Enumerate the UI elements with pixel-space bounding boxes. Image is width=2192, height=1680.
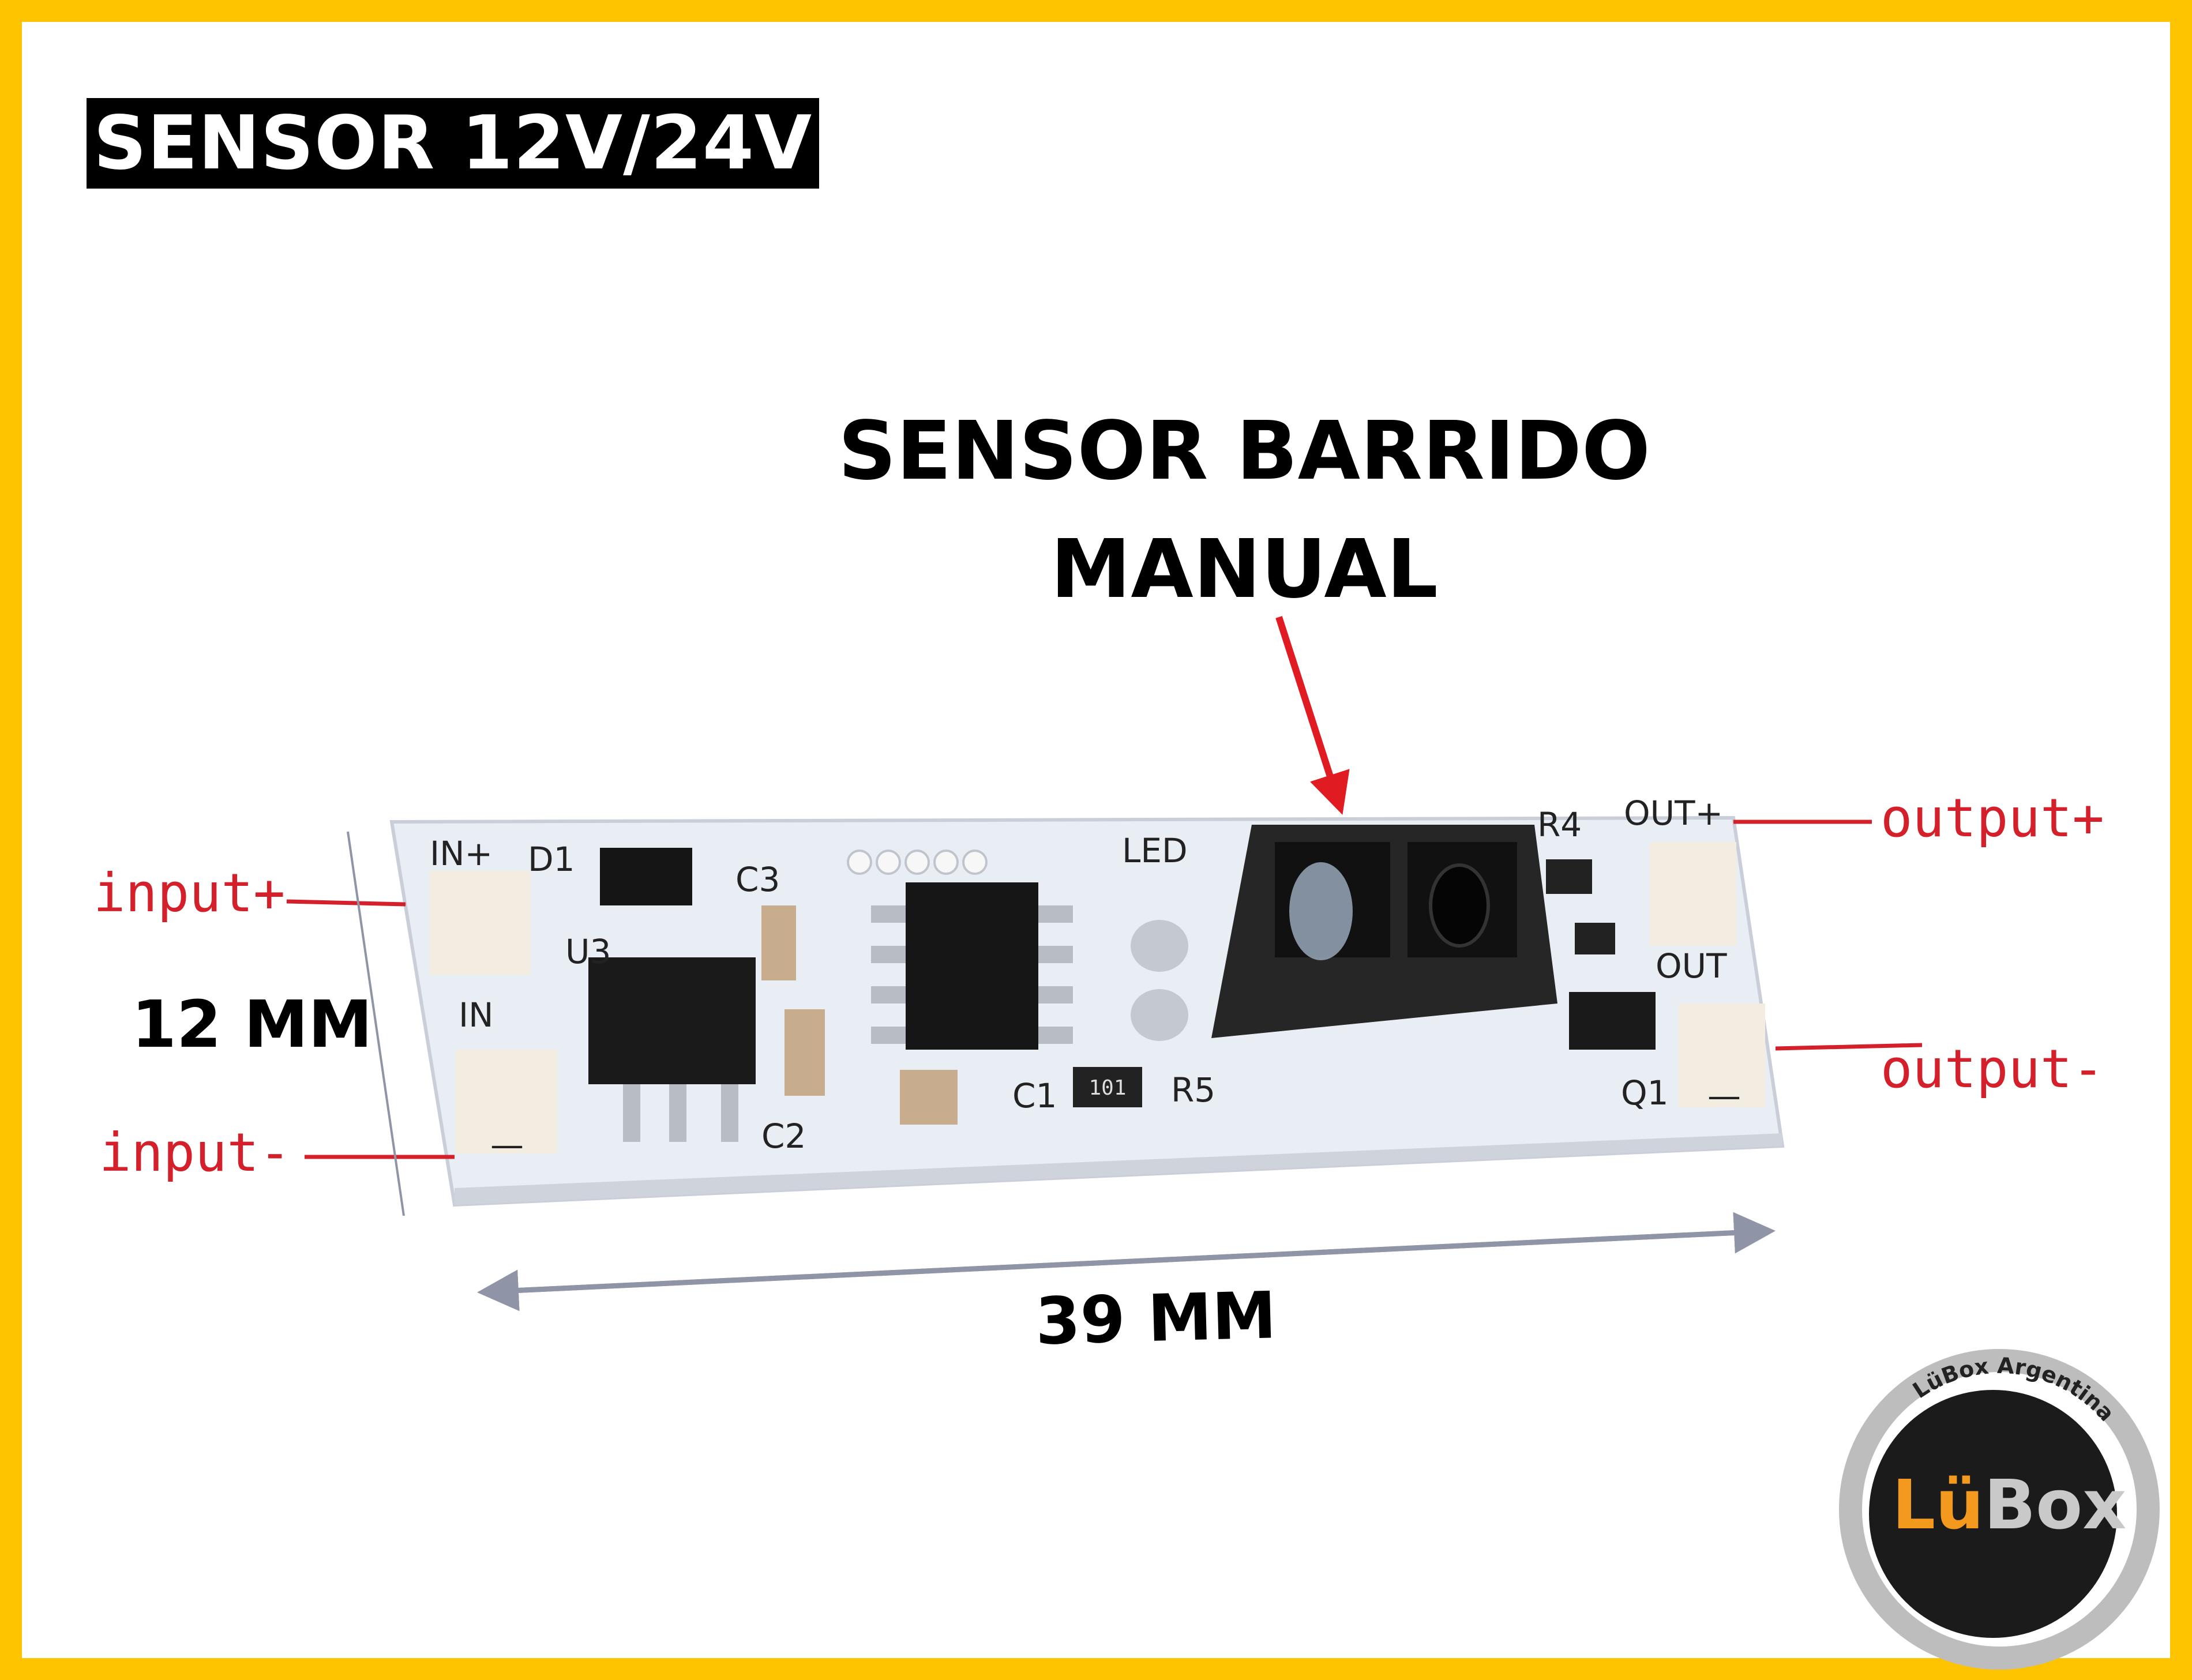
ir-receiver: [1429, 863, 1490, 948]
width-dimension-label: 39 MM: [1034, 1278, 1277, 1359]
page-title: SENSOR 12V/24V: [87, 98, 819, 189]
regulator-u3: [588, 957, 756, 1084]
ic-chip: [906, 882, 1038, 1050]
capacitor-c2: [785, 1009, 825, 1096]
silk-c2: C2: [761, 1117, 806, 1156]
silk-c1: C1: [1012, 1076, 1057, 1115]
silk-led: LED: [1122, 831, 1188, 870]
resistor-r5-code: 101: [1089, 1076, 1126, 1100]
silk-u3: U3: [565, 932, 611, 971]
silk-out: OUT: [1656, 946, 1727, 986]
silk-r5: R5: [1171, 1070, 1215, 1110]
pad-in-minus: [456, 1050, 557, 1153]
transistor-q1: [1569, 992, 1656, 1050]
silk-out-plus: OUT+: [1624, 794, 1723, 833]
leader-lines: [286, 820, 1923, 1159]
label-input-plus: input+: [93, 862, 285, 924]
ir-sensor: [1131, 825, 1557, 1041]
silk-in: IN: [459, 995, 494, 1035]
silk-c3: C3: [735, 860, 780, 899]
ir-led: [1289, 862, 1353, 960]
diode-d1: [600, 848, 692, 905]
resistor-r4: [1546, 859, 1592, 894]
label-input-minus: input-: [99, 1122, 291, 1183]
pad-in-plus: [430, 871, 531, 975]
silk-q1: Q1: [1621, 1073, 1669, 1113]
silk-minus-right: —: [1707, 1076, 1741, 1115]
pad-out-minus: [1679, 1004, 1765, 1107]
label-output-plus: output+: [1881, 787, 2104, 849]
pcb-board: 101 IN+ D1 C3 U3 IN C2 C1 R5 LED R4 OUT+…: [389, 794, 1785, 1207]
callout-arrow: [1275, 616, 1350, 815]
silk-minus-left: —: [490, 1125, 524, 1164]
callout-line-1: SENSOR BARRIDO: [838, 404, 1650, 498]
silk-r4: R4: [1537, 805, 1582, 844]
height-dimension-label: 12 MM: [132, 987, 373, 1062]
label-output-minus: output-: [1881, 1038, 2104, 1100]
callout-line-2: MANUAL: [1050, 523, 1438, 617]
height-dimension-line: [347, 831, 405, 1216]
capacitor-c3: [761, 905, 796, 980]
silk-d1: D1: [528, 840, 575, 879]
capacitor-c1: [900, 1070, 958, 1125]
silk-in-plus: IN+: [430, 834, 493, 873]
pad-out-plus: [1650, 842, 1736, 946]
lubox-logo: LüBox Argentina LüBox: [1839, 1349, 2160, 1670]
resistor-2: [1575, 923, 1615, 954]
logo-brand: LüBox: [1892, 1465, 2126, 1544]
resistor-r5: [1073, 1067, 1142, 1107]
